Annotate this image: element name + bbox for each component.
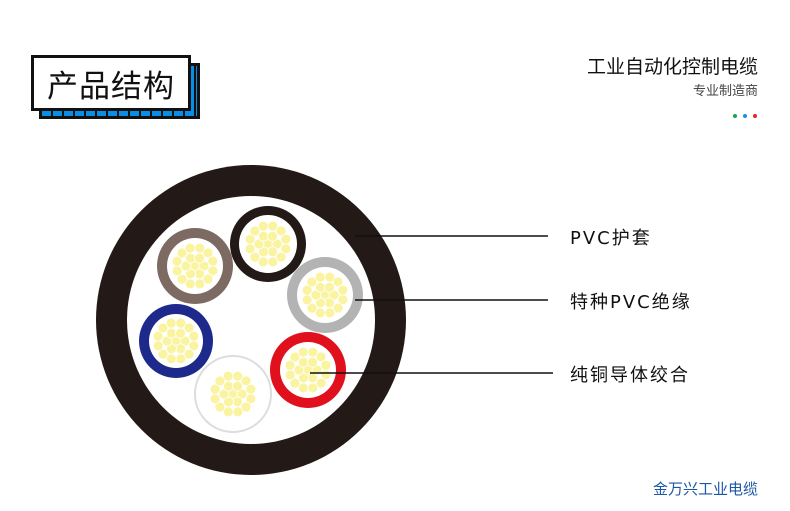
copper-strand bbox=[324, 271, 336, 283]
brand-subtitle: 专业制造商 bbox=[692, 84, 758, 99]
core-blue bbox=[139, 304, 213, 378]
core-brown-gray bbox=[157, 228, 233, 304]
copper-strand bbox=[267, 220, 279, 232]
copper-strand bbox=[284, 369, 296, 381]
copper-strand bbox=[209, 393, 221, 405]
copper-strand bbox=[301, 294, 313, 306]
copper-strand bbox=[298, 356, 309, 368]
copper-strand bbox=[240, 375, 252, 387]
copper-strand bbox=[275, 251, 287, 263]
copper-strand bbox=[315, 351, 327, 363]
copper-strand bbox=[289, 351, 301, 363]
copper-strand bbox=[324, 297, 335, 309]
copper-strand bbox=[315, 377, 327, 389]
decorative-dots bbox=[733, 114, 757, 118]
copper-strand bbox=[306, 302, 318, 314]
dot-red bbox=[753, 114, 757, 118]
copper-strand bbox=[306, 276, 318, 288]
copper-strand bbox=[152, 330, 164, 342]
copper-strand bbox=[244, 243, 256, 255]
copper-strand bbox=[165, 317, 177, 329]
core-red bbox=[270, 332, 346, 408]
copper-strand bbox=[245, 383, 257, 395]
copper-strand bbox=[332, 302, 344, 314]
copper-strand bbox=[324, 307, 336, 319]
copper-strand bbox=[176, 247, 188, 259]
copper-strand bbox=[257, 220, 269, 232]
copper-strand bbox=[244, 233, 256, 245]
copper-strand bbox=[184, 242, 196, 254]
copper-strand bbox=[209, 383, 221, 395]
label-insulation: 特种PVC绝缘 bbox=[570, 292, 692, 313]
copper-strand bbox=[222, 406, 234, 418]
copper-strand bbox=[223, 380, 234, 392]
copper-strand bbox=[257, 256, 269, 268]
copper-strand bbox=[337, 284, 349, 296]
copper-strand bbox=[175, 343, 186, 355]
copper-strand bbox=[185, 252, 196, 264]
core-black bbox=[230, 206, 306, 282]
copper-strand bbox=[280, 233, 292, 245]
copper-strand bbox=[232, 406, 244, 418]
copper-strand bbox=[175, 353, 187, 365]
copper-strand bbox=[258, 230, 269, 242]
copper-strand bbox=[214, 375, 226, 387]
copper-strand bbox=[194, 278, 206, 290]
company-name: 金万兴工业电缆 bbox=[652, 480, 758, 498]
copper-strand bbox=[171, 265, 183, 277]
copper-strand bbox=[320, 359, 332, 371]
copper-strand bbox=[194, 268, 205, 280]
brand-title: 工业自动化控制电缆 bbox=[586, 56, 758, 78]
copper-strand bbox=[289, 377, 301, 389]
copper-strand bbox=[284, 359, 296, 371]
copper-strand bbox=[314, 271, 326, 283]
copper-strand bbox=[194, 242, 206, 254]
copper-strand bbox=[232, 370, 244, 382]
copper-strand bbox=[249, 251, 261, 263]
copper-strand bbox=[157, 348, 169, 360]
dot-blue bbox=[743, 114, 747, 118]
copper-strand bbox=[157, 322, 169, 334]
copper-strand bbox=[175, 317, 187, 329]
copper-strand bbox=[171, 255, 183, 267]
copper-strand bbox=[297, 346, 309, 358]
copper-strand bbox=[307, 382, 319, 394]
label-conductor: 纯铜导体绞合 bbox=[570, 365, 690, 386]
copper-strand bbox=[301, 284, 313, 296]
copper-strand bbox=[184, 278, 196, 290]
copper-strand bbox=[176, 273, 188, 285]
copper-strand bbox=[152, 340, 164, 352]
copper-strand bbox=[165, 353, 177, 365]
copper-strand bbox=[166, 327, 177, 339]
copper-strand bbox=[188, 330, 200, 342]
copper-strand bbox=[183, 322, 195, 334]
core-white bbox=[194, 355, 272, 433]
copper-strand bbox=[267, 246, 278, 258]
copper-strand bbox=[183, 348, 195, 360]
copper-strand bbox=[249, 225, 261, 237]
copper-strand bbox=[214, 401, 226, 413]
copper-strand bbox=[314, 307, 326, 319]
copper-strand bbox=[307, 346, 319, 358]
section-title: 产品结构 bbox=[31, 55, 191, 111]
core-gray bbox=[287, 257, 363, 333]
copper-strand bbox=[202, 247, 214, 259]
dot-green bbox=[733, 114, 737, 118]
copper-strand bbox=[297, 382, 309, 394]
copper-strand bbox=[222, 370, 234, 382]
copper-strand bbox=[240, 401, 252, 413]
copper-strand bbox=[275, 225, 287, 237]
copper-strand bbox=[267, 256, 279, 268]
copper-strand bbox=[332, 276, 344, 288]
copper-strand bbox=[232, 396, 243, 408]
copper-strand bbox=[202, 273, 214, 285]
label-sheath: PVC护套 bbox=[570, 228, 652, 249]
copper-strand bbox=[307, 372, 318, 384]
copper-strand bbox=[315, 281, 326, 293]
copper-strand bbox=[207, 255, 219, 267]
